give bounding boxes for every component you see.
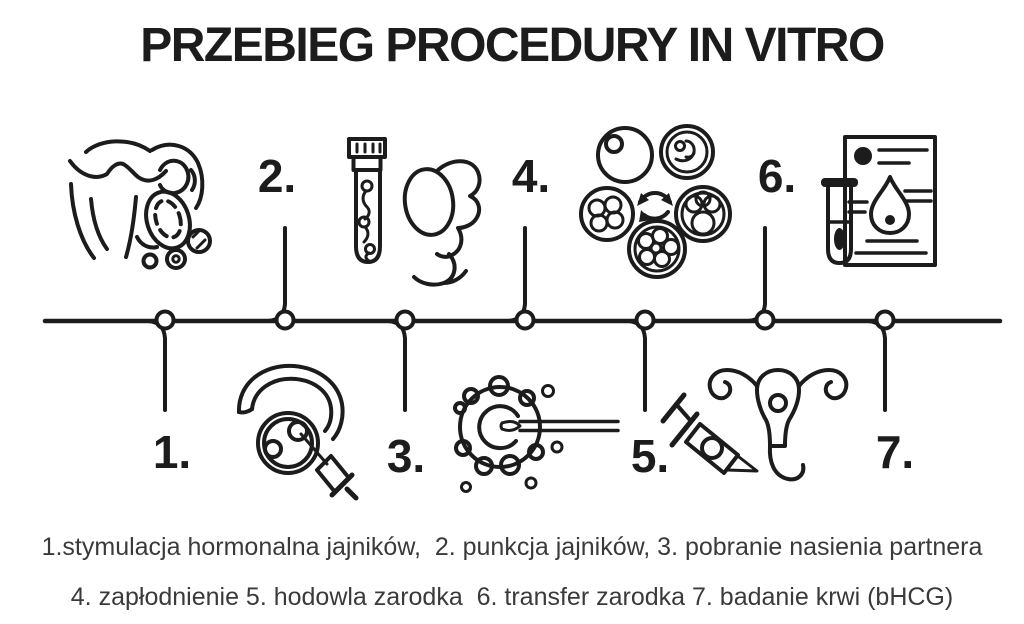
timeline-branch-3 — [386, 319, 407, 412]
step-number-5: 5. — [630, 430, 670, 482]
timeline-branch-6 — [746, 226, 767, 323]
timeline-node-4 — [514, 309, 536, 331]
icsi-fertilization-icon — [453, 375, 620, 493]
blood-test-document-icon — [821, 135, 937, 267]
sperm-sample-test-tube-icon — [347, 137, 482, 287]
step-number-6: 6. — [757, 150, 797, 202]
timeline-branch-1 — [146, 319, 167, 412]
timeline-branch-7 — [866, 319, 887, 412]
caption-line-2: 4. zapłodnienie 5. hodowla zarodka 6. tr… — [70, 583, 954, 611]
timeline-node-2 — [274, 309, 296, 331]
caption-line-1: 1.stymulacja hormonalna jajników, 2. pun… — [41, 533, 983, 561]
timeline-branch-5 — [626, 319, 647, 412]
timeline-node-7 — [874, 309, 896, 331]
timeline-branch-2 — [266, 226, 287, 323]
ovarian-puncture-icon — [236, 363, 359, 501]
timeline-node-1 — [154, 309, 176, 331]
timeline-branch-4 — [506, 226, 527, 323]
step-number-4: 4. — [511, 150, 551, 202]
step-number-7: 7. — [875, 426, 915, 478]
embryo-culture-stages-icon — [579, 124, 732, 279]
timeline — [42, 226, 1003, 412]
timeline-node-6 — [754, 309, 776, 331]
timeline-node-3 — [394, 309, 416, 331]
step-number-2: 2. — [257, 150, 297, 202]
page-title: PRZEBIEG PROCEDURY IN VITRO — [140, 19, 885, 72]
step-number-1: 1. — [152, 426, 192, 478]
step-number-3: 3. — [386, 430, 426, 482]
ovaries-hormonal-stimulation-icon — [68, 139, 212, 270]
timeline-node-5 — [634, 309, 656, 331]
uterus-embryo-transfer-icon — [660, 368, 849, 482]
